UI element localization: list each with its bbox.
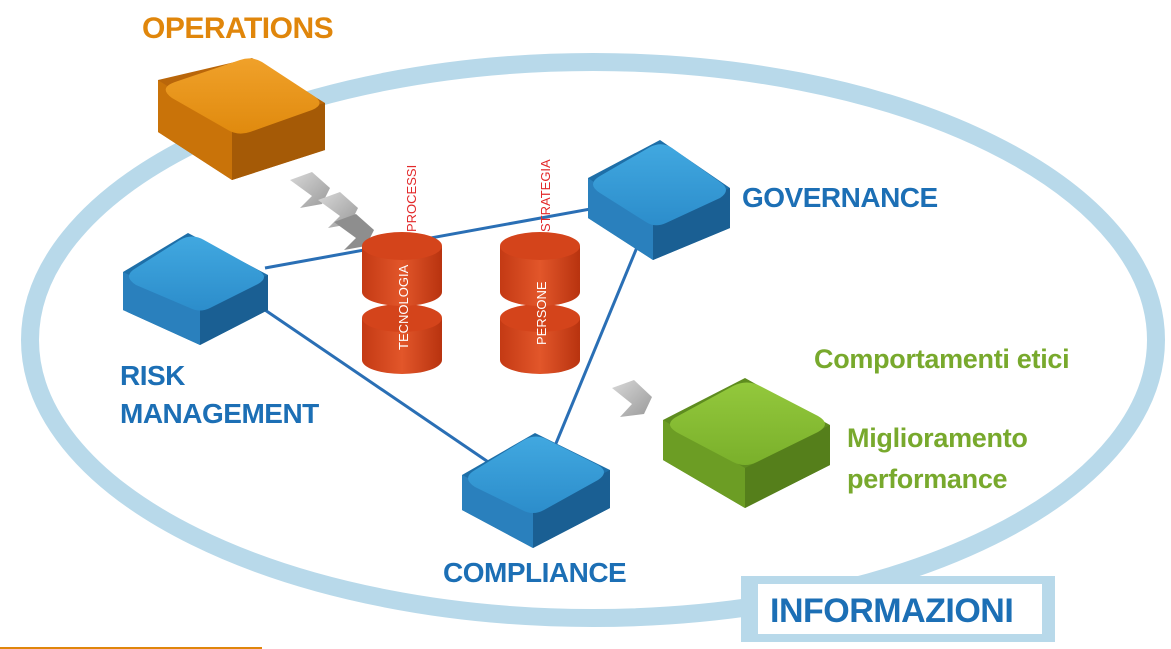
compliance-label: COMPLIANCE — [443, 557, 626, 588]
informazioni-tab: INFORMAZIONI — [741, 576, 1055, 642]
context-ellipse — [21, 53, 1165, 627]
pillar-right — [500, 232, 580, 374]
pillar-label-processi: PROCESSI — [404, 165, 419, 232]
informazioni-label: INFORMAZIONI — [770, 592, 1013, 630]
pillar-label-persone: PERSONE — [534, 281, 549, 345]
benefits-box — [663, 378, 830, 508]
governance-label: GOVERNANCE — [742, 182, 938, 213]
performance-label-line1: Miglioramento — [847, 423, 1028, 453]
pillar-left — [362, 232, 442, 374]
risk-label-line1: RISK — [120, 360, 185, 391]
governance-box — [588, 140, 730, 260]
operations-box — [158, 58, 325, 180]
compliance-box — [462, 433, 610, 548]
operations-label: OPERATIONS — [142, 12, 333, 45]
chevron-arrows-icon — [290, 172, 374, 250]
pillar-label-strategia: STRATEGIA — [538, 159, 553, 232]
chevron-arrow-icon — [612, 380, 652, 417]
risk-management-box — [123, 233, 268, 345]
ethics-label: Comportamenti etici — [814, 344, 1069, 374]
risk-label-line2: MANAGEMENT — [120, 398, 319, 429]
performance-label-line2: performance — [847, 464, 1008, 494]
connection-lines — [264, 198, 642, 472]
pillar-label-tecnologia: TECNOLOGIA — [396, 264, 411, 350]
